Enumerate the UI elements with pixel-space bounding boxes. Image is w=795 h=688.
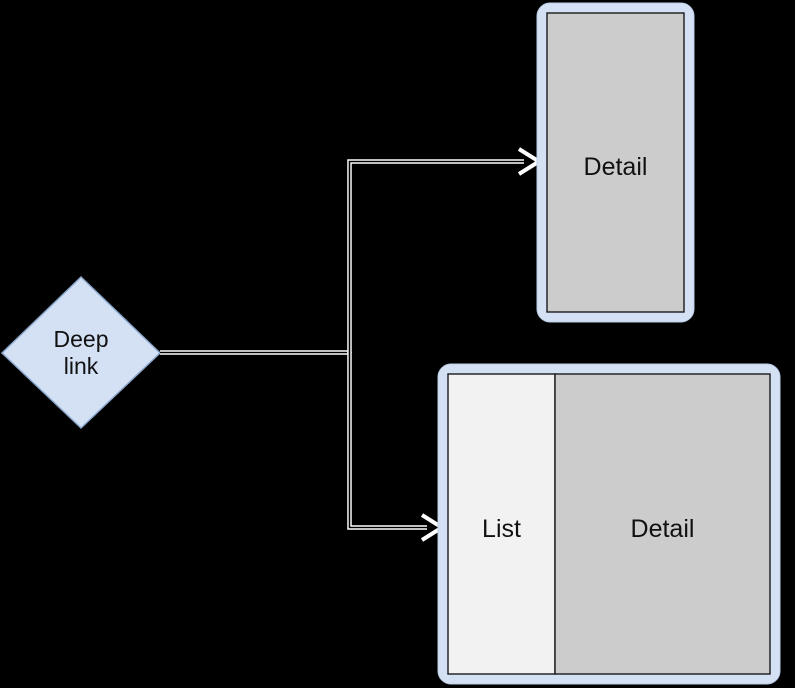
connector-up-inner [348,160,524,353]
tablet-list-pane[interactable] [447,373,556,675]
connector-down-inner [348,352,427,529]
connector-up-outer [347,159,524,353]
connector-to-phone-detail[interactable] [347,147,543,353]
connector-to-tablet-list-detail[interactable] [347,352,446,542]
deep-link-diamond-shape [0,275,162,430]
node-tablet-list-detail[interactable] [437,363,781,685]
tablet-detail-pane[interactable] [554,373,771,675]
connector-down-outer [347,352,427,530]
node-phone-detail[interactable] [536,2,695,323]
phone-screen [546,12,685,313]
node-deep-link[interactable] [0,275,162,430]
